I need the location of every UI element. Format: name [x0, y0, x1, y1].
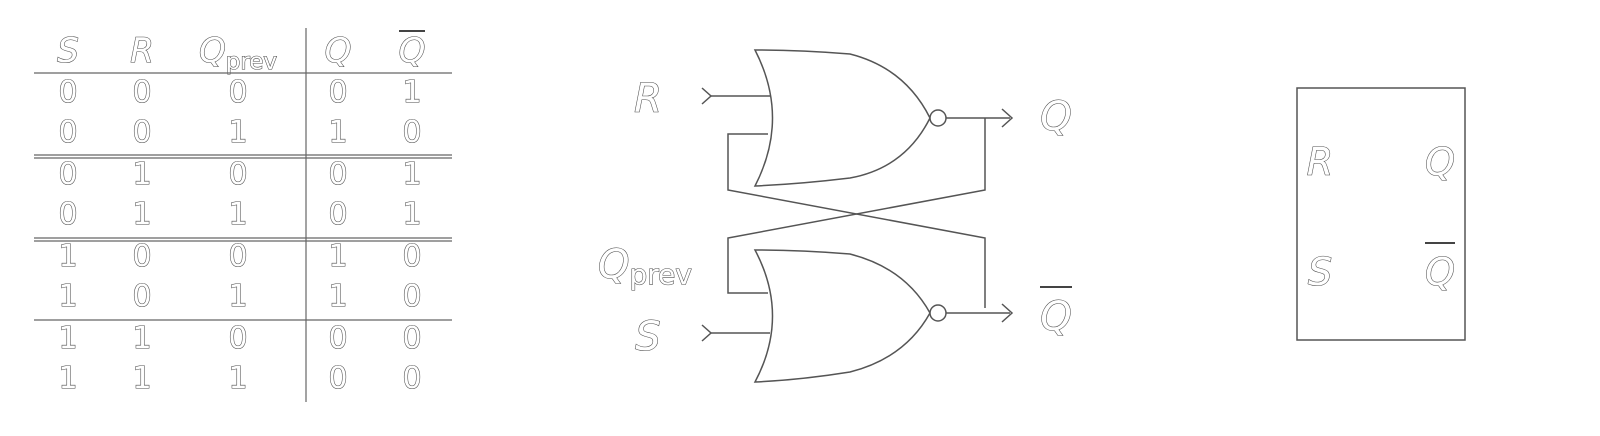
truth-table-rules [34, 72, 452, 321]
inversion-bubble-upper [929, 109, 947, 127]
table-cell: 0 [228, 239, 247, 274]
table-cell: 1 [228, 115, 247, 150]
table-cell: 1 [132, 361, 151, 396]
circuit-label-s: S [635, 314, 660, 360]
table-cell: 0 [228, 321, 247, 356]
table-row: 0 0 0 0 1 [58, 74, 422, 110]
input-arrow-s [701, 324, 713, 342]
table-cell: 0 [132, 239, 151, 274]
table-cell: 0 [132, 279, 151, 314]
table-cell: 1 [228, 197, 247, 232]
table-cell: 1 [228, 361, 247, 396]
sr-latch-block-symbol: R Q S Q [1296, 87, 1466, 341]
input-arrow-r [701, 87, 713, 105]
table-cell: 0 [402, 115, 421, 150]
table-header-cell: Qprev [199, 31, 277, 75]
table-cell: 0 [58, 75, 77, 110]
truth-table-header: S R Qprev Q Q [57, 30, 426, 76]
table-cell: 0 [58, 157, 77, 192]
table-cell: 0 [328, 361, 347, 396]
table-cell: 1 [132, 321, 151, 356]
table-cell: 0 [58, 197, 77, 232]
table-cell: 0 [328, 75, 347, 110]
table-cell: 1 [328, 239, 347, 274]
table-cell: 1 [58, 239, 77, 274]
table-cell: 1 [402, 197, 421, 232]
table-cell: 1 [58, 279, 77, 314]
nor-latch-circuit: R Q Qprev Q S [597, 49, 1072, 383]
table-header-cell: S [57, 31, 79, 71]
circuit-label-q: Q [1040, 94, 1071, 140]
table-cell: 0 [402, 361, 421, 396]
table-row: 1 1 1 0 0 [58, 360, 422, 396]
table-cell: 0 [328, 197, 347, 232]
table-header-cell: Q [325, 31, 352, 71]
table-cell: 1 [58, 361, 77, 396]
block-label-qbar: Q [1425, 250, 1455, 294]
table-cell: 0 [402, 239, 421, 274]
block-label-q: Q [1425, 140, 1455, 184]
table-header-cell: Q [399, 31, 426, 71]
table-cell: 1 [328, 279, 347, 314]
truth-table-body: 0 0 0 0 1 0 0 1 1 0 0 1 0 0 1 0 1 1 0 1 1 0 0 1 0 1 0 1 1 0 1 1 0 0 0 1 1 1 0 0 [58, 74, 422, 396]
table-cell: 1 [228, 279, 247, 314]
table-cell: 0 [228, 75, 247, 110]
table-cell: 1 [132, 157, 151, 192]
table-cell: 1 [58, 321, 77, 356]
table-cell: 0 [132, 115, 151, 150]
table-cell: 1 [132, 197, 151, 232]
table-cell: 0 [228, 157, 247, 192]
table-cell: 0 [328, 321, 347, 356]
nor-gate-upper [753, 49, 931, 187]
table-cell: 1 [328, 115, 347, 150]
block-label-s: S [1308, 250, 1332, 294]
table-cell: 1 [402, 157, 421, 192]
inversion-bubble-lower [929, 304, 947, 322]
wire-feedback-lower [727, 118, 986, 294]
output-arrow-qbar [1001, 303, 1014, 323]
table-cell: 0 [132, 75, 151, 110]
circuit-label-qprev: Qprev [598, 242, 692, 291]
table-cell: 0 [58, 115, 77, 150]
latch-block-outline [1296, 87, 1466, 341]
table-row: 0 0 1 1 0 [58, 114, 422, 150]
table-cell: 0 [328, 157, 347, 192]
table-row: 1 0 1 1 0 [58, 278, 422, 314]
table-row: 0 1 1 0 1 [58, 196, 422, 232]
wire-feedback-upper [727, 133, 986, 308]
block-label-r: R [1307, 140, 1333, 184]
table-row: 0 1 0 0 1 [58, 156, 422, 192]
table-header-cell: R [130, 31, 154, 71]
table-row: 1 1 0 0 0 [58, 320, 422, 356]
nor-gate-lower [753, 249, 931, 383]
circuit-label-qbar: Q [1040, 294, 1071, 340]
table-cell: 1 [402, 75, 421, 110]
table-row: 1 0 0 1 0 [58, 238, 422, 274]
table-cell: 0 [402, 279, 421, 314]
table-cell: 0 [402, 321, 421, 356]
output-arrow-q [1001, 108, 1014, 128]
circuit-label-r: R [634, 76, 662, 122]
